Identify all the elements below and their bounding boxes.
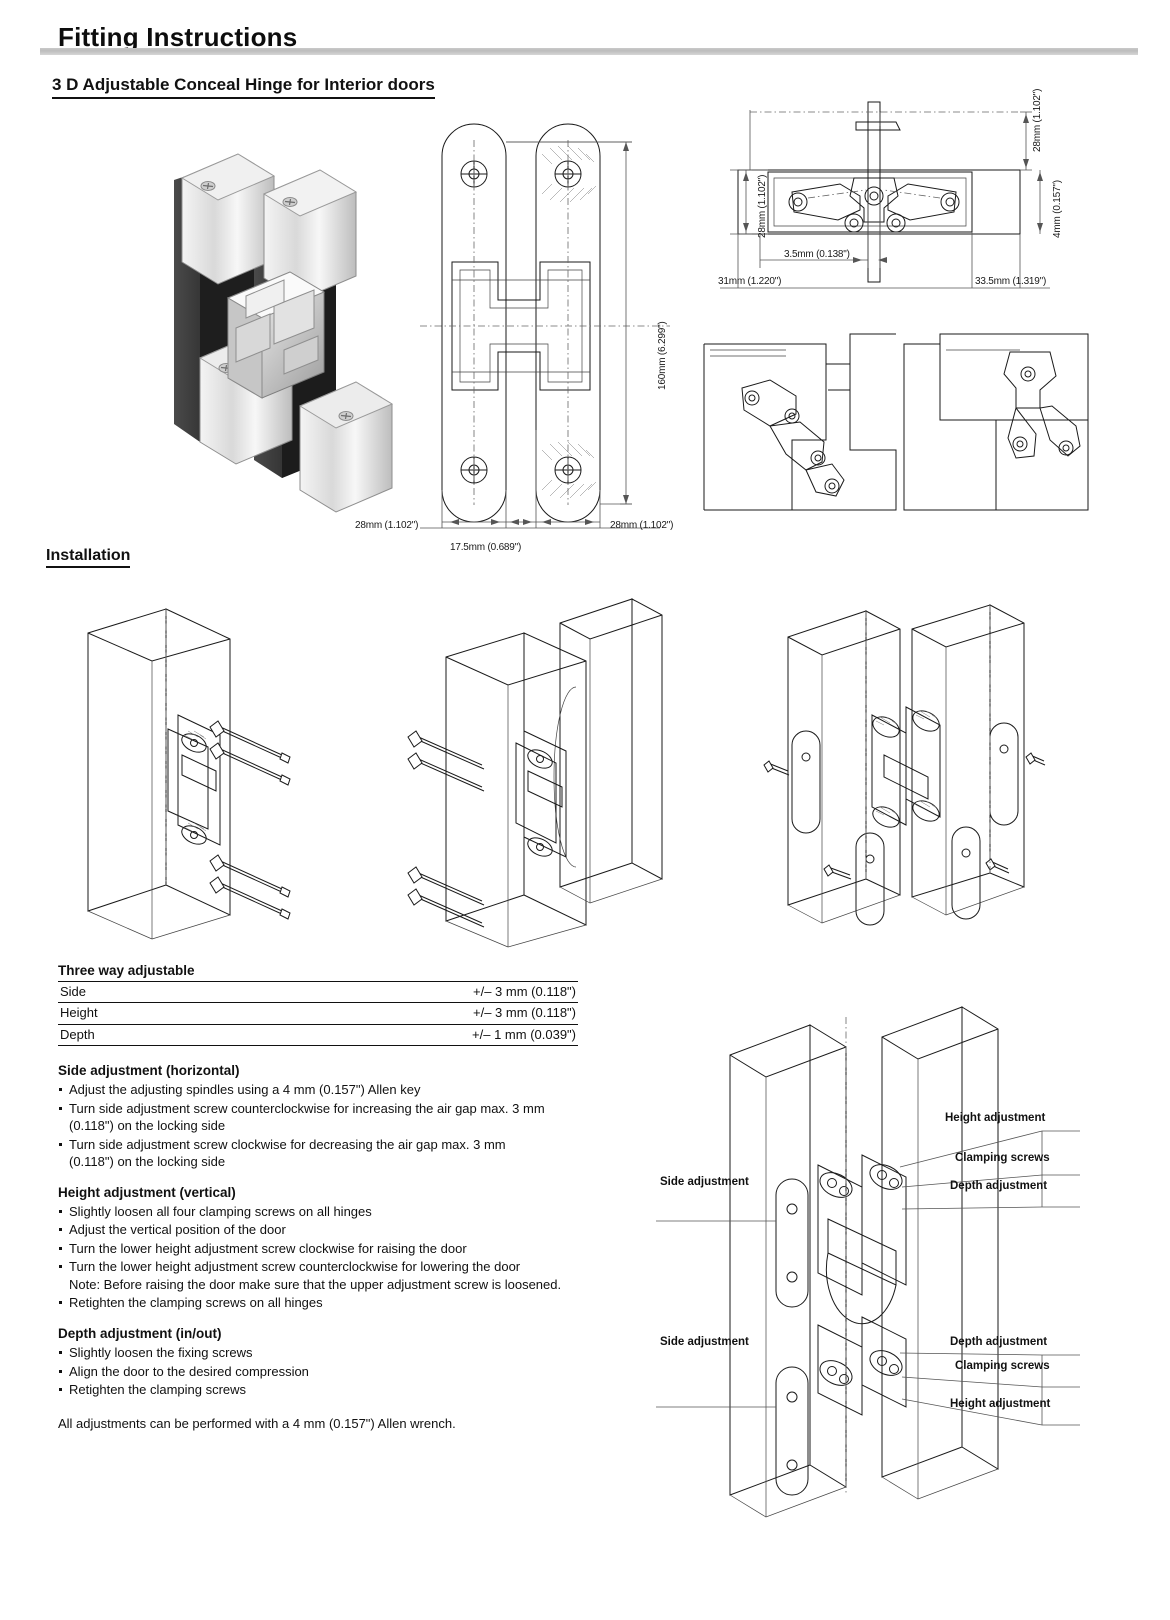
callout-side-adjustment-top: Side adjustment — [660, 1176, 749, 1188]
list-item: Retighten the clamping screws — [58, 1381, 583, 1399]
side-adjustment-heading: Side adjustment (horizontal) — [58, 1063, 240, 1078]
row-label-height: Height — [58, 1002, 203, 1024]
height-adjustment-list: Slightly loosen all four clamping screws… — [58, 1203, 583, 1312]
table-title: Three way adjustable — [58, 963, 195, 978]
height-adjustment-heading: Height adjustment (vertical) — [58, 1184, 236, 1200]
list-item: Adjust the vertical position of the door — [58, 1221, 583, 1239]
side-adjustment-list: Adjust the adjusting spindles using a 4 … — [58, 1081, 583, 1171]
dim-section-left: 28mm (1.102") — [757, 174, 768, 238]
header-divider — [40, 48, 1138, 55]
row-value-side: +/– 3 mm (0.118") — [202, 980, 578, 1003]
list-item: Slightly loosen all four clamping screws… — [58, 1203, 583, 1221]
list-item-text: Adjust the vertical position of the door — [69, 1222, 286, 1238]
installation-heading: Installation — [46, 547, 131, 568]
three-way-adjustable-table: Three way adjustable Side +/– 3 mm (0.11… — [58, 963, 578, 1046]
instructions-block: Side adjustment (horizontal) Adjust the … — [58, 1063, 583, 1432]
list-item-text: Retighten the clamping screws — [69, 1382, 247, 1398]
front-elevation-drawing — [420, 123, 680, 550]
callout-side-adjustment-bottom: Side adjustment — [660, 1336, 749, 1348]
list-item: Adjust the adjusting spindles using a 4 … — [58, 1081, 583, 1099]
page-subtitle: 3 D Adjustable Conceal Hinge for Interio… — [52, 75, 435, 99]
dim-front-left: 28mm (1.102") — [355, 520, 419, 531]
list-item: Slightly loosen the fixing screws — [58, 1344, 583, 1362]
installation-step-1-drawing — [70, 595, 320, 945]
dim-front-right: 28mm (1.102") — [610, 520, 674, 531]
adjustment-callout-drawing — [650, 995, 1110, 1555]
table-row: Height +/– 3 mm (0.118") — [58, 1002, 578, 1024]
list-item-text: Turn side adjustment screw clockwise for… — [69, 1136, 506, 1152]
callout-clamping-screws-top: Clamping screws — [955, 1152, 1050, 1164]
list-item-note: Note: Before raising the door make sure … — [69, 1276, 562, 1292]
list-item: Turn side adjustment screw clockwise for… — [58, 1136, 583, 1171]
list-item: Turn side adjustment screw counterclockw… — [58, 1100, 583, 1135]
table-row: Depth +/– 1 mm (0.039") — [58, 1023, 578, 1046]
table-row: Side +/– 3 mm (0.118") — [58, 980, 578, 1003]
dim-front-height: 160mm (6.299") — [657, 321, 668, 390]
section-open-left-drawing — [700, 330, 900, 520]
list-item-text: Slightly loosen the fixing screws — [69, 1345, 253, 1361]
product-photo — [78, 120, 394, 513]
row-value-depth: +/– 1 mm (0.039") — [202, 1023, 578, 1046]
list-item-continuation: (0.118") on the locking side — [69, 1118, 226, 1134]
row-label-depth: Depth — [58, 1023, 203, 1046]
list-item: Retighten the clamping screws on all hin… — [58, 1294, 583, 1312]
callout-height-adjustment-top: Height adjustment — [945, 1112, 1046, 1124]
section-open-right-drawing — [900, 330, 1100, 520]
callout-height-adjustment-bottom: Height adjustment — [950, 1398, 1051, 1410]
list-item-text: Turn the lower height adjustment screw c… — [69, 1259, 521, 1275]
callout-depth-adjustment-bottom: Depth adjustment — [950, 1336, 1048, 1348]
row-label-side: Side — [58, 980, 203, 1003]
list-item-text: Adjust the adjusting spindles using a 4 … — [69, 1082, 421, 1097]
page-title: Fitting Instructions — [58, 22, 298, 52]
row-value-height: +/– 3 mm (0.118") — [202, 1002, 578, 1024]
callout-depth-adjustment-top: Depth adjustment — [950, 1180, 1048, 1192]
dim-section-bottom-right: 4mm (0.157") — [1052, 180, 1063, 238]
dim-front-center: 17.5mm (0.689") — [450, 542, 522, 553]
list-item-text: Slightly loosen all four clamping screws… — [69, 1203, 372, 1219]
depth-adjustment-heading: Depth adjustment (in/out) — [58, 1326, 222, 1342]
installation-step-3-drawing — [760, 595, 1050, 945]
instructions-footnote: All adjustments can be performed with a … — [58, 1415, 456, 1431]
list-item-continuation: (0.118") on the locking side — [69, 1154, 226, 1170]
section-top-drawing — [720, 92, 1050, 292]
dim-section-gap: 3.5mm (0.138") — [784, 249, 850, 260]
dim-section-door: 31mm (1.220") — [718, 276, 782, 287]
callout-clamping-screws-bottom: Clamping screws — [955, 1360, 1050, 1372]
list-item: Turn the lower height adjustment screw c… — [58, 1240, 583, 1258]
dim-section-top-right: 28mm (1.102") — [1032, 88, 1043, 152]
list-item-text: Retighten the clamping screws on all hin… — [69, 1295, 323, 1311]
depth-adjustment-list: Slightly loosen the fixing screws Align … — [58, 1344, 583, 1399]
list-item: Turn the lower height adjustment screw c… — [58, 1258, 583, 1293]
dim-section-frame: 33.5mm (1.319") — [975, 276, 1047, 287]
installation-step-2-drawing — [400, 595, 680, 948]
list-item-text: Turn side adjustment screw counterclockw… — [69, 1100, 545, 1116]
list-item: Align the door to the desired compressio… — [58, 1363, 583, 1381]
list-item-text: Turn the lower height adjustment screw c… — [69, 1240, 467, 1256]
list-item-text: Align the door to the desired compressio… — [69, 1363, 309, 1379]
